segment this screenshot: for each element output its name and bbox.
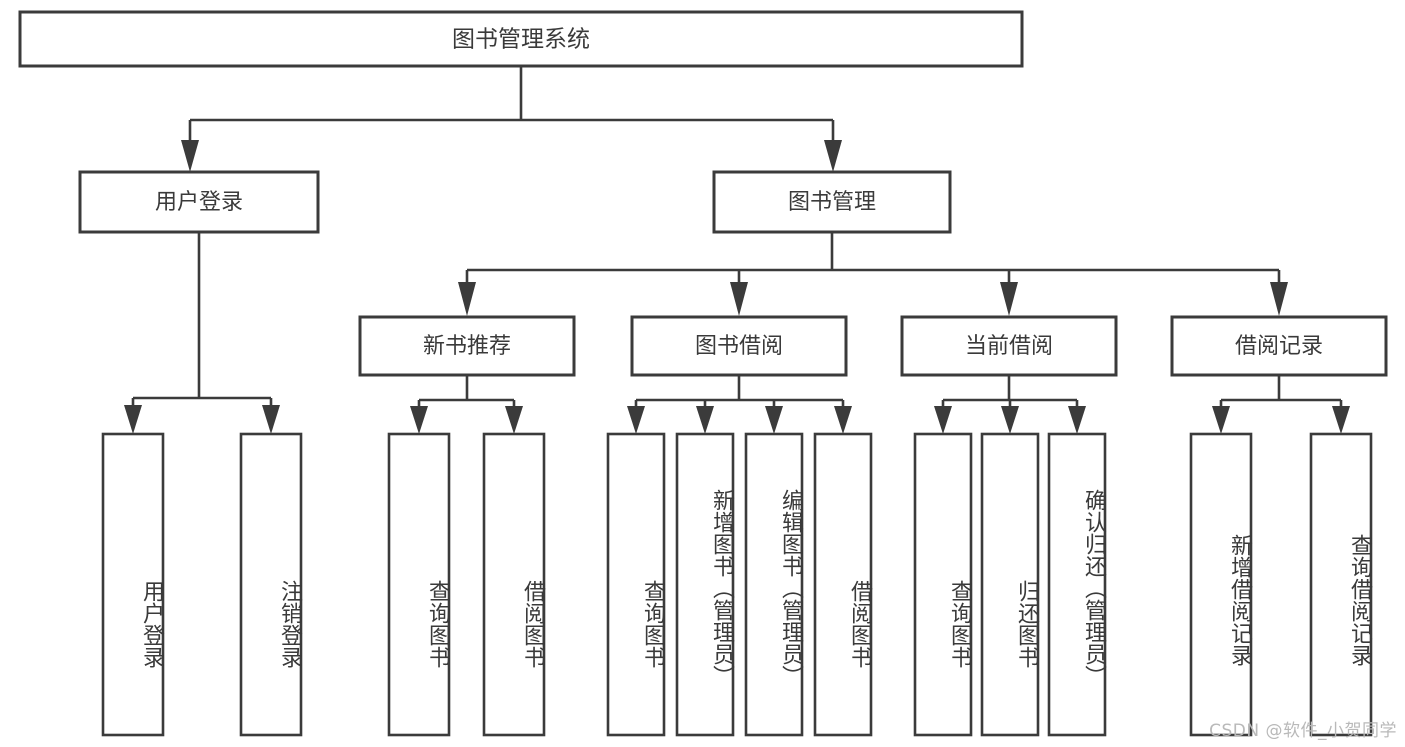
arrow-head-leaf-borrow-book-b bbox=[834, 406, 852, 434]
leaf-box-query-book-b[interactable] bbox=[606, 432, 666, 737]
borrow-record-box bbox=[1170, 315, 1388, 377]
node-new-book-recommend[interactable]: 新书推荐 bbox=[358, 315, 576, 377]
leaf-box-logout-login[interactable] bbox=[239, 432, 303, 737]
arrow-head-book-management bbox=[824, 140, 842, 172]
leaf-box-edit-book[interactable] bbox=[744, 432, 804, 737]
arrow-head-leaf-confirm-return bbox=[1068, 406, 1086, 434]
leaf-box-query-borrow-record[interactable] bbox=[1309, 432, 1373, 737]
leaf-box-add-book[interactable] bbox=[675, 432, 735, 737]
root-box bbox=[18, 10, 1024, 68]
node-book-borrow[interactable]: 图书借阅 bbox=[630, 315, 848, 377]
arrow-head-leaf-query-borrow-record bbox=[1332, 406, 1350, 434]
root-label: 图书管理系统 bbox=[452, 27, 590, 53]
leaf-box-query-book-c[interactable] bbox=[913, 432, 973, 737]
arrow-head-current-borrow bbox=[1000, 282, 1018, 316]
arrow-head-user-login bbox=[181, 140, 199, 172]
arrow-head-leaf-return-book bbox=[1001, 406, 1019, 434]
leaf-box-add-borrow-record[interactable] bbox=[1189, 432, 1253, 737]
arrow-head-leaf-query-book-b bbox=[627, 406, 645, 434]
leaf-box-return-book[interactable] bbox=[980, 432, 1040, 737]
book-borrow-label: 图书借阅 bbox=[695, 334, 783, 359]
arrow-head-leaf-query-book-a bbox=[410, 406, 428, 434]
arrow-head-book-borrow bbox=[730, 282, 748, 316]
node-current-borrow[interactable]: 当前借阅 bbox=[900, 315, 1118, 377]
arrow-head-leaf-logout-login bbox=[262, 405, 280, 434]
csdn-watermark: CSDN @软件_小贺同学 bbox=[1209, 721, 1397, 741]
current-borrow-box bbox=[900, 315, 1118, 377]
book-management-label: 图书管理 bbox=[788, 190, 876, 215]
node-book-management[interactable]: 图书管理 bbox=[712, 170, 952, 234]
arrow-head-leaf-add-book bbox=[696, 406, 714, 434]
leaf-box-borrow-book-b[interactable] bbox=[813, 432, 873, 737]
user-login-label: 用户登录 bbox=[155, 190, 243, 215]
arrow-head-leaf-edit-book bbox=[765, 406, 783, 434]
node-borrow-record[interactable]: 借阅记录 bbox=[1170, 315, 1388, 377]
new-book-recommend-label: 新书推荐 bbox=[423, 334, 511, 359]
arrow-head-borrow-record bbox=[1270, 282, 1288, 316]
borrow-record-label: 借阅记录 bbox=[1235, 334, 1323, 359]
leaf-box-query-book-a[interactable] bbox=[387, 432, 451, 737]
book-management-box bbox=[712, 170, 952, 234]
arrow-head-leaf-user-login bbox=[124, 405, 142, 434]
arrow-head-leaf-add-borrow-record bbox=[1212, 406, 1230, 434]
new-book-recommend-box bbox=[358, 315, 576, 377]
node-user-login[interactable]: 用户登录 bbox=[78, 170, 320, 234]
leaf-box-borrow-book-a[interactable] bbox=[482, 432, 546, 737]
node-root-book-management-system[interactable]: 图书管理系统 bbox=[18, 10, 1024, 68]
leaf-box-user-login[interactable] bbox=[101, 432, 165, 737]
arrow-head-leaf-borrow-book-a bbox=[505, 406, 523, 434]
leaf-box-confirm-return[interactable] bbox=[1047, 432, 1107, 737]
book-borrow-box bbox=[630, 315, 848, 377]
current-borrow-label: 当前借阅 bbox=[965, 334, 1053, 359]
arrow-head-new-book-recommend bbox=[458, 282, 476, 316]
arrow-head-leaf-query-book-c bbox=[934, 406, 952, 434]
